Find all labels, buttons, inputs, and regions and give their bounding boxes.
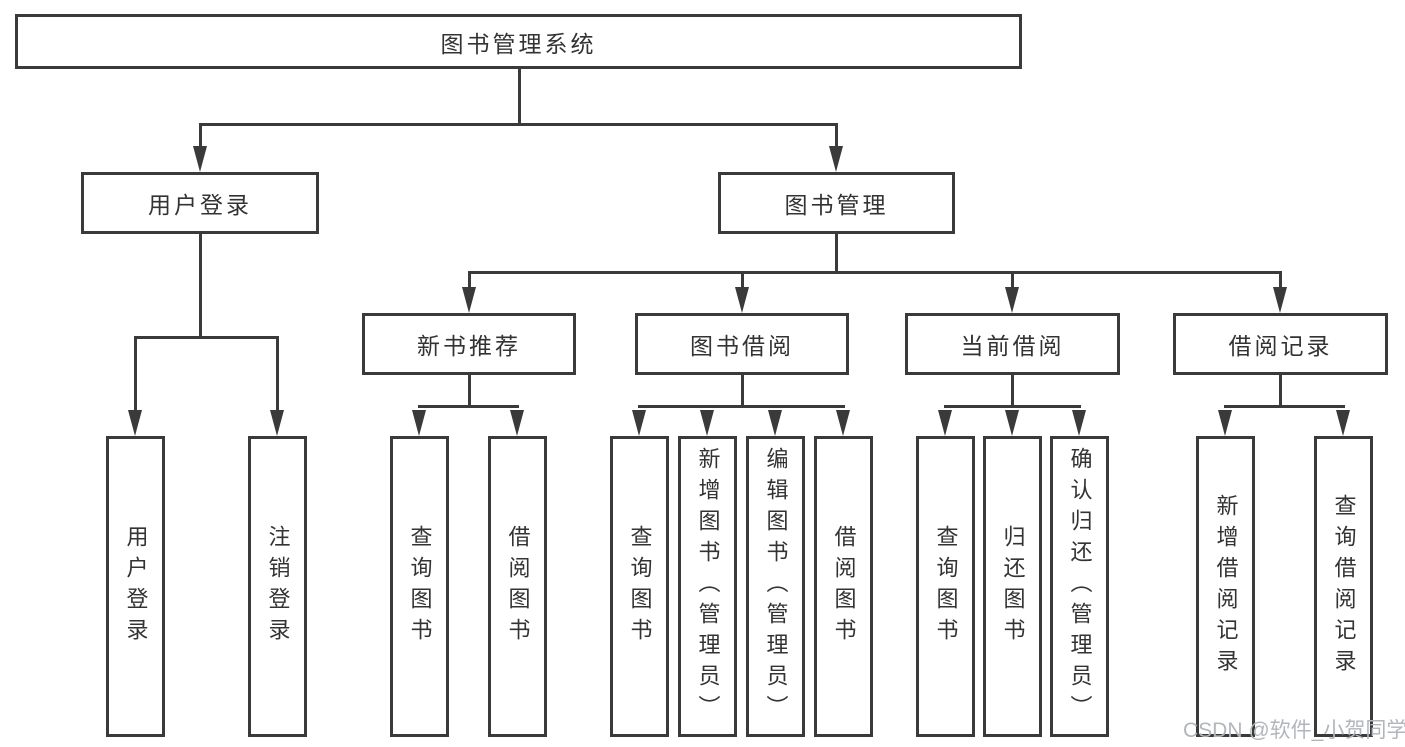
- leaf-borrow-borrow-books-label: 借阅图书: [831, 524, 857, 649]
- node-borrowing-records: 借阅记录: [1173, 313, 1388, 375]
- connector-vline: [468, 271, 471, 290]
- arrow-down-icon: [735, 287, 749, 313]
- arrow-down-icon: [1005, 410, 1019, 436]
- node-user-login: 用户登录: [81, 172, 319, 234]
- leaf-current-return-books: 归还图书: [983, 436, 1042, 737]
- leaf-newbook-borrow-books-label: 借阅图书: [505, 524, 531, 649]
- arrow-down-icon: [836, 410, 850, 436]
- connector-vline: [1011, 375, 1014, 408]
- node-current-borrowing-label: 当前借阅: [960, 333, 1065, 359]
- connector-hline: [134, 336, 278, 339]
- leaf-borrow-edit-books-admin: 编辑图书（管理员）: [746, 436, 805, 737]
- node-root: 图书管理系统: [15, 14, 1022, 69]
- leaf-logout-label: 注销登录: [265, 524, 291, 649]
- arrow-down-icon: [1218, 410, 1232, 436]
- leaf-user-login: 用户登录: [106, 436, 165, 737]
- node-new-book-recommendation: 新书推荐: [362, 313, 576, 375]
- leaf-current-confirm-return-admin: 确认归还（管理员）: [1050, 436, 1109, 737]
- leaf-current-return-books-label: 归还图书: [1000, 524, 1026, 649]
- node-book-borrowing: 图书借阅: [635, 313, 849, 375]
- leaf-borrow-query-books-label: 查询图书: [627, 524, 653, 649]
- arrow-down-icon: [128, 410, 142, 436]
- leaf-records-query-record: 查询借阅记录: [1314, 436, 1373, 737]
- node-user-login-label: 用户登录: [148, 192, 252, 218]
- arrow-down-icon: [510, 410, 524, 436]
- leaf-borrow-borrow-books: 借阅图书: [814, 436, 873, 737]
- connector-vline: [741, 375, 744, 408]
- connector-vline: [518, 69, 521, 124]
- leaf-records-add-record: 新增借阅记录: [1196, 436, 1255, 737]
- leaf-borrow-edit-books-admin-label: 编辑图书（管理员）: [763, 447, 789, 726]
- connector-hline: [199, 123, 837, 126]
- arrow-down-icon: [632, 410, 646, 436]
- connector-hline: [468, 271, 1281, 274]
- leaf-borrow-add-books-admin-label: 新增图书（管理员）: [695, 447, 721, 726]
- node-current-borrowing: 当前借阅: [905, 313, 1120, 375]
- connector-hline: [418, 405, 519, 408]
- leaf-records-query-record-label: 查询借阅记录: [1331, 493, 1357, 680]
- arrow-down-icon: [1005, 287, 1019, 313]
- arrow-down-icon: [1273, 287, 1287, 313]
- connector-vline: [741, 271, 744, 290]
- watermark: CSDN @软件_小贺同学: [1183, 719, 1405, 742]
- connector-vline: [835, 123, 838, 151]
- leaf-user-login-label: 用户登录: [123, 524, 149, 649]
- leaf-newbook-query-books-label: 查询图书: [407, 524, 433, 649]
- connector-vline: [199, 123, 202, 151]
- arrow-down-icon: [270, 410, 284, 436]
- arrow-down-icon: [1336, 410, 1350, 436]
- leaf-current-confirm-return-admin-label: 确认归还（管理员）: [1067, 447, 1093, 726]
- arrow-down-icon: [829, 146, 843, 172]
- arrow-down-icon: [768, 410, 782, 436]
- connector-hline: [944, 405, 1081, 408]
- node-book-borrowing-label: 图书借阅: [690, 333, 794, 359]
- arrow-down-icon: [1072, 410, 1086, 436]
- node-new-book-recommendation-label: 新书推荐: [417, 333, 521, 359]
- connector-vline: [835, 234, 838, 273]
- connector-vline: [134, 336, 137, 414]
- arrow-down-icon: [938, 410, 952, 436]
- arrow-down-icon: [700, 410, 714, 436]
- arrow-down-icon: [193, 146, 207, 172]
- connector-vline: [1279, 375, 1282, 408]
- leaf-current-query-books: 查询图书: [916, 436, 975, 737]
- leaf-records-add-record-label: 新增借阅记录: [1213, 493, 1239, 680]
- node-borrowing-records-label: 借阅记录: [1228, 333, 1333, 359]
- connector-vline: [199, 234, 202, 338]
- leaf-newbook-query-books: 查询图书: [390, 436, 449, 737]
- leaf-borrow-query-books: 查询图书: [610, 436, 669, 737]
- node-book-management-label: 图书管理: [784, 192, 889, 218]
- arrow-down-icon: [412, 410, 426, 436]
- connector-hline: [638, 405, 845, 408]
- leaf-current-query-books-label: 查询图书: [933, 524, 959, 649]
- arrow-down-icon: [462, 287, 476, 313]
- connector-vline: [1011, 271, 1014, 290]
- connector-vline: [276, 336, 279, 414]
- leaf-borrow-add-books-admin: 新增图书（管理员）: [678, 436, 737, 737]
- leaf-newbook-borrow-books: 借阅图书: [488, 436, 547, 737]
- connector-vline: [468, 375, 471, 408]
- connector-vline: [1279, 271, 1282, 290]
- connector-hline: [1224, 405, 1345, 408]
- node-root-label: 图书管理系统: [440, 30, 597, 57]
- node-book-management: 图书管理: [718, 172, 955, 234]
- leaf-logout: 注销登录: [248, 436, 307, 737]
